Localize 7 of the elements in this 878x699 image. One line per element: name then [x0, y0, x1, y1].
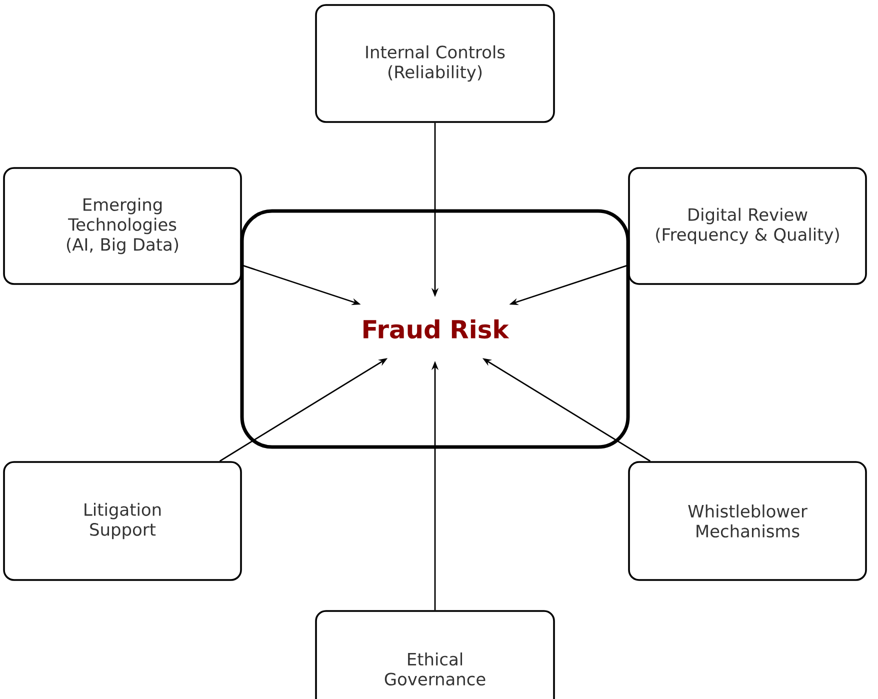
factor-box: Ethical Governance	[315, 610, 555, 699]
factor-box: Digital Review (Frequency & Quality)	[628, 167, 867, 285]
factor-box: Emerging Technologies (AI, Big Data)	[3, 167, 242, 285]
factor-box: Whistleblower Mechanisms	[628, 461, 867, 581]
central-box: Fraud Risk	[240, 209, 630, 449]
factor-box: Internal Controls (Reliability)	[315, 4, 555, 123]
factor-box: Litigation Support	[3, 461, 242, 581]
